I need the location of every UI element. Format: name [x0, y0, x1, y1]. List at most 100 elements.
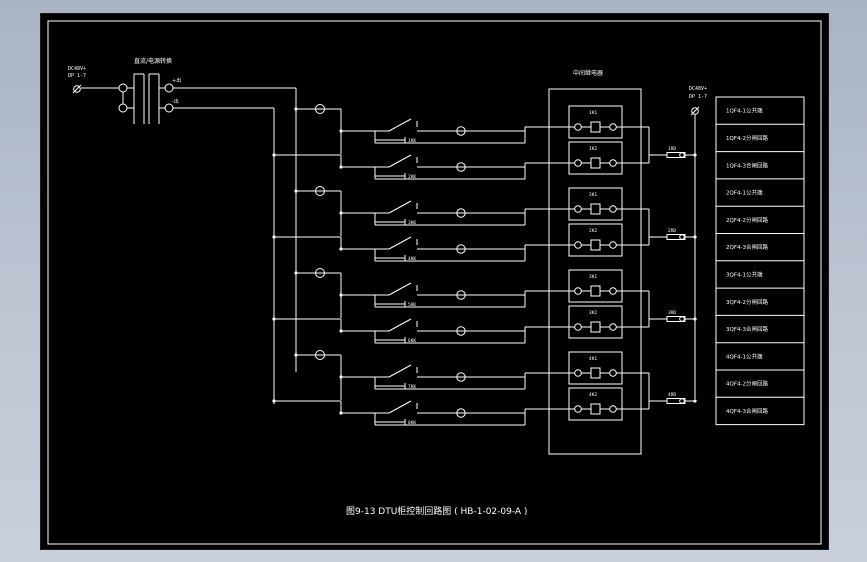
- right-source-label-1: DC48V+: [689, 86, 707, 92]
- relay-label: 3K2: [589, 310, 597, 316]
- fuse-label: 1RD: [668, 146, 676, 152]
- source-label-1: DC48V+: [68, 66, 86, 72]
- indicator-lamp-icon: [315, 186, 325, 196]
- aux-contact-icon: [398, 419, 406, 425]
- junction-dot: [339, 329, 343, 333]
- relay-label: 1K1: [589, 110, 597, 116]
- junction-dot: [294, 271, 298, 275]
- junction-dot: [294, 107, 298, 111]
- output-table-cell: 1QF4-3合闸回路: [726, 161, 768, 169]
- relay-panel: [548, 88, 642, 455]
- relay-module: 1K1: [568, 105, 623, 139]
- relay-label: 3K1: [589, 274, 597, 280]
- aux-contact-icon: [398, 173, 406, 179]
- branch-lamp-icon: [456, 372, 466, 382]
- breaker-switch-icon: [388, 318, 437, 332]
- aux-contact-icon: [398, 255, 406, 261]
- circuit-drawing: DC48V+ DP 1-7 直流/电源转换 +出 -出 中间继电器 DC48V+…: [47, 20, 822, 545]
- output-table-cell: 4QF4-2分闸回路: [726, 380, 768, 388]
- relay-label: 4K2: [589, 392, 597, 398]
- relay-coil-icon: [590, 203, 601, 215]
- indicator-lamp-icon: [315, 350, 325, 360]
- junction-dot: [693, 399, 697, 403]
- output-table-cell: 1QF4-2分闸回路: [726, 134, 768, 142]
- branch-lamp-icon: [456, 208, 466, 218]
- branch-lamp-icon: [456, 244, 466, 254]
- isolator-out-pos: +出: [172, 77, 181, 84]
- breaker-label: 5KK: [408, 302, 416, 308]
- aux-contact-icon: [398, 137, 406, 143]
- relay-coil-icon: [590, 403, 601, 415]
- junction-dot: [272, 399, 276, 403]
- relay-coil-icon: [590, 367, 601, 379]
- drawing-viewport[interactable]: DC48V+ DP 1-7 直流/电源转换 +出 -出 中间继电器 DC48V+…: [40, 13, 829, 550]
- junction-dot: [294, 189, 298, 193]
- relay-module: 1K2: [568, 141, 623, 175]
- branch-lamp-icon: [456, 326, 466, 336]
- aux-contact-icon: [398, 337, 406, 343]
- breaker-label: 3KK: [408, 220, 416, 226]
- breaker-label: 7KK: [408, 384, 416, 390]
- output-table-cell: 4QF4-3合闸回路: [726, 407, 768, 415]
- relay-module: 3K2: [568, 305, 623, 339]
- branch-lamp-icon: [456, 290, 466, 300]
- relay-coil-icon: [590, 239, 601, 251]
- indicator-lamp-icon: [315, 104, 325, 114]
- relay-label: 1K2: [589, 146, 597, 152]
- breaker-switch-icon: [388, 154, 437, 168]
- output-table-cell: 4QF4-1公共端: [726, 352, 763, 360]
- aux-contact-icon: [398, 219, 406, 225]
- fuse-label: 4RD: [668, 392, 676, 398]
- aux-contact-icon: [398, 301, 406, 307]
- output-table-cell: 3QF4-2分闸回路: [726, 298, 768, 306]
- fuse-icon: [666, 152, 686, 158]
- relay-module: 3K1: [568, 269, 623, 303]
- fuse-icon: [666, 398, 686, 404]
- relay-coil-icon: [590, 321, 601, 333]
- breaker-switch-icon: [388, 236, 437, 250]
- drawing-caption: 图9-13 DTU柜控制回路图 ( HB-1-02-09-A ): [346, 505, 527, 517]
- breaker-switch-icon: [388, 200, 437, 214]
- relay-module: 4K1: [568, 351, 623, 385]
- breaker-switch-icon: [388, 282, 437, 296]
- output-table-cell: 3QF4-3合闸回路: [726, 325, 768, 333]
- fuse-icon: [666, 234, 686, 240]
- junction-dot: [272, 153, 276, 157]
- relay-module: 2K2: [568, 223, 623, 257]
- output-table-cell: 1QF4-1公共端: [726, 107, 763, 115]
- junction-dot: [294, 353, 298, 357]
- isolator-converter-icon: [118, 73, 174, 124]
- relay-label: 4K1: [589, 356, 597, 362]
- terminal-panel-title: 中间继电器: [573, 69, 603, 77]
- fuse-label: 2RD: [668, 228, 676, 234]
- branch-lamp-icon: [456, 408, 466, 418]
- fuse-label: 3RD: [668, 310, 676, 316]
- relay-label: 2K1: [589, 192, 597, 198]
- breaker-switch-icon: [388, 400, 437, 414]
- junction-dot: [693, 317, 697, 321]
- output-table: 1QF4-1公共端 1QF4-2分闸回路 1QF4-3合闸回路 2QF4-1公共端 2Q…: [715, 96, 805, 426]
- right-source-label-2: DP 1-7: [689, 94, 707, 100]
- junction-dot: [339, 247, 343, 251]
- source-label-2: DP 1-7: [68, 73, 86, 79]
- branch-lamp-icon: [456, 126, 466, 136]
- output-table-cell: 2QF4-2分闸回路: [726, 216, 768, 224]
- breaker-switch-icon: [388, 118, 437, 132]
- breaker-label: 2KK: [408, 174, 416, 180]
- relay-module: 4K2: [568, 387, 623, 421]
- breaker-label: 4KK: [408, 256, 416, 262]
- branch-lamp-icon: [456, 162, 466, 172]
- junction-dot: [339, 211, 343, 215]
- source-terminal-icon: [72, 84, 82, 94]
- breaker-switch-icon: [388, 364, 437, 378]
- drawing-border: [47, 20, 822, 545]
- output-table-cell: 2QF4-1公共端: [726, 189, 763, 197]
- aux-contact-icon: [398, 383, 406, 389]
- indicator-lamp-icon: [315, 268, 325, 278]
- relay-coil-icon: [590, 157, 601, 169]
- output-table-cell: 3QF4-1公共端: [726, 270, 763, 278]
